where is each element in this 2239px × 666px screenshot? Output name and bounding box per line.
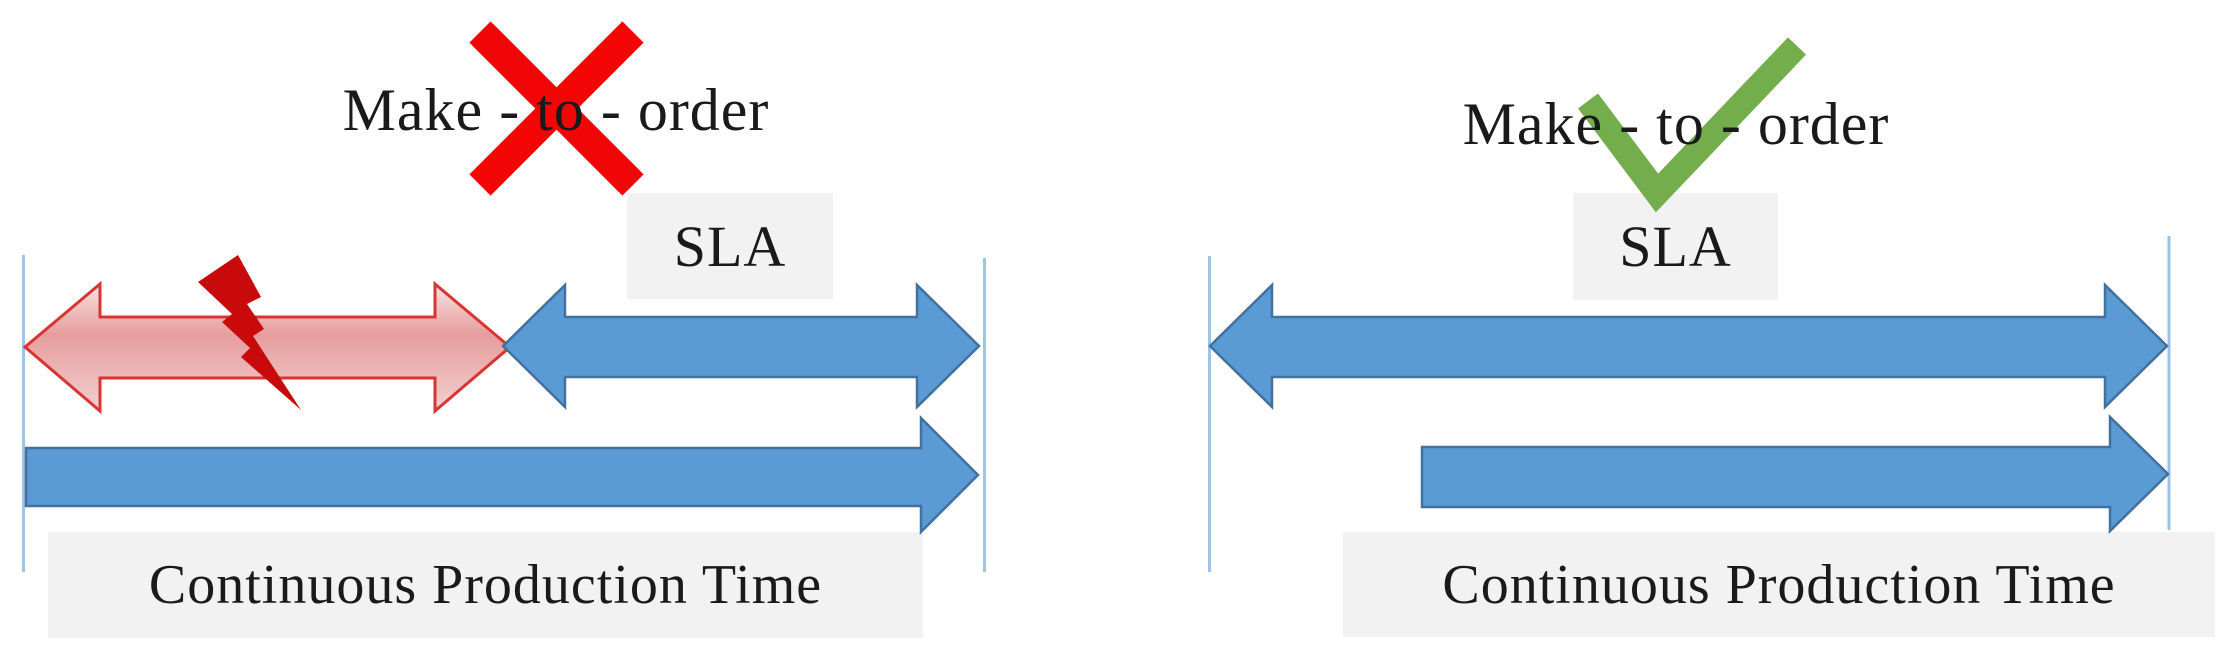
red-delay-double-arrow [22, 280, 513, 415]
production-arrow-left [24, 414, 980, 536]
title-left: Make - to - order [342, 77, 770, 143]
production-time-label-left: Continuous Production Time [148, 554, 823, 616]
title-right: Make - to - order [1462, 91, 1890, 157]
production-time-box-left: Continuous Production Time [48, 532, 923, 638]
production-arrow-right [1420, 414, 2170, 534]
lightning-bolt-icon [198, 255, 301, 410]
sla-label-left: SLA [673, 213, 787, 279]
red-cross-stroke-2 [469, 21, 644, 196]
sla-box-right: SLA [1573, 193, 1778, 300]
sla-double-arrow-right [1208, 282, 2169, 410]
production-time-box-right: Continuous Production Time [1343, 532, 2215, 637]
production-time-label-right: Continuous Production Time [1442, 553, 2116, 616]
green-check-icon [1578, 37, 1807, 213]
red-cross-icon [469, 21, 644, 196]
sla-label-right: SLA [1619, 214, 1732, 279]
sla-double-arrow-left [501, 282, 981, 410]
sla-box-left: SLA [627, 193, 833, 299]
